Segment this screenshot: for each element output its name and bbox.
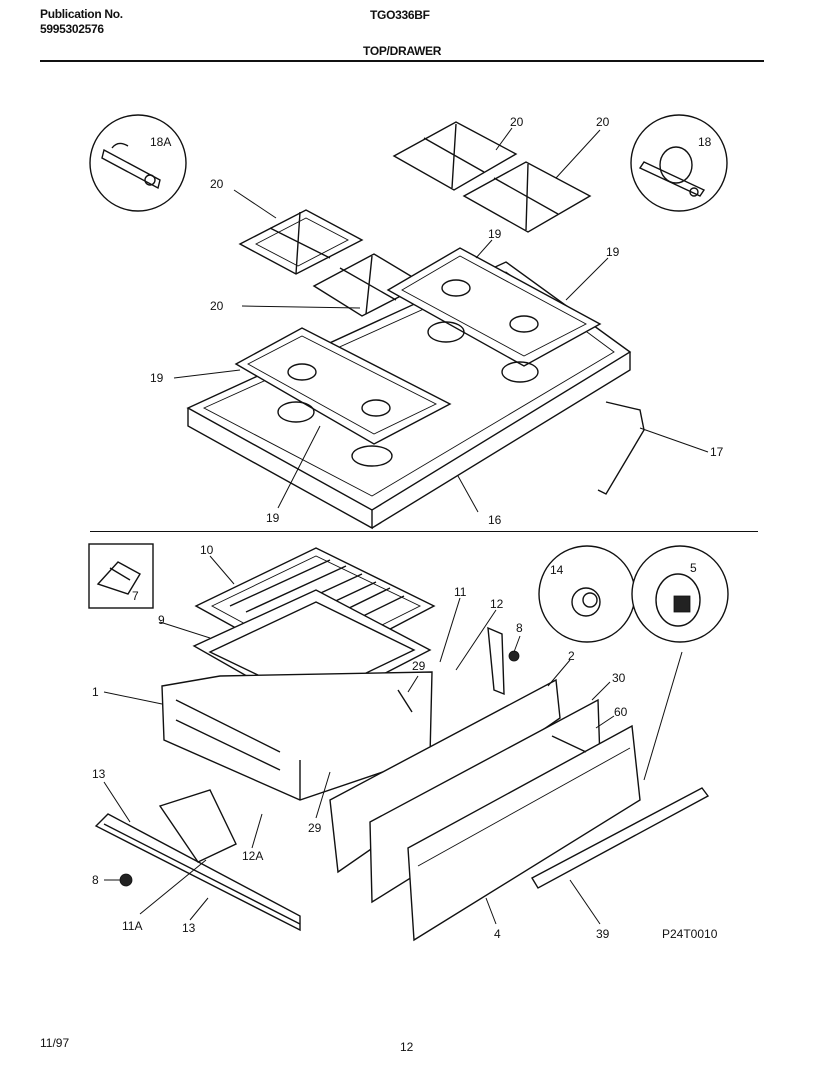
bracket-12 xyxy=(487,626,505,696)
callout-label: 39 xyxy=(596,927,610,941)
wire-bracket xyxy=(597,401,645,495)
publication-label: Publication No. xyxy=(40,7,123,21)
model-number: TGO336BF xyxy=(370,8,430,22)
callout-label: 20 xyxy=(210,177,224,191)
callout-label: 11A xyxy=(122,919,142,933)
drawer-rail xyxy=(94,813,301,932)
callout-label: 1 xyxy=(92,685,99,699)
callout-label: 16 xyxy=(488,513,502,527)
callout-label: 19 xyxy=(606,245,620,259)
callout-label: 11 xyxy=(454,585,467,599)
callout-label: 20 xyxy=(596,115,610,129)
detail-7-clip xyxy=(88,543,154,609)
callout-label: 18 xyxy=(698,135,712,149)
burner-box-left xyxy=(234,327,452,467)
callout-label: 4 xyxy=(494,927,501,941)
screw-8-top xyxy=(508,650,520,662)
detail-18a-bracket xyxy=(89,114,187,212)
callout-label: 30 xyxy=(612,671,626,685)
callout-label: 7 xyxy=(132,589,139,603)
burner-box-right xyxy=(386,247,602,383)
callout-labels: 18A 18 20 20 20 20 19 19 19 19 17 16 10 … xyxy=(92,115,724,941)
callout-label: 8 xyxy=(92,873,99,887)
section-title: TOP/DRAWER xyxy=(363,44,442,58)
screw-8-bottom xyxy=(119,873,133,887)
callout-label: 60 xyxy=(614,705,628,719)
screw-60 xyxy=(551,735,587,753)
header-rule xyxy=(40,60,764,62)
footer-date: 11/97 xyxy=(40,1036,70,1050)
footer-page-number: 12 xyxy=(400,1040,414,1054)
diagram-code: P24T0010 xyxy=(662,927,718,941)
callout-label: 29 xyxy=(412,659,426,673)
callout-label: 19 xyxy=(266,511,280,525)
callout-label: 14 xyxy=(550,563,564,577)
callout-label: 20 xyxy=(210,299,224,313)
screw-29 xyxy=(397,689,413,713)
drawer-door xyxy=(407,724,641,942)
drawer-handle xyxy=(531,787,710,889)
callout-label: 29 xyxy=(308,821,322,835)
detail-14-knob xyxy=(538,545,636,643)
callout-label: 10 xyxy=(200,543,214,557)
callout-label: 2 xyxy=(568,649,575,663)
callout-label: 13 xyxy=(182,921,196,935)
callout-label: 9 xyxy=(158,613,165,627)
callout-label: 19 xyxy=(150,371,164,385)
callout-label: 5 xyxy=(690,561,697,575)
callout-label: 12A xyxy=(242,849,263,863)
callout-label: 18A xyxy=(150,135,171,149)
callout-label: 17 xyxy=(710,445,724,459)
callout-label: 19 xyxy=(488,227,502,241)
callout-label: 13 xyxy=(92,767,106,781)
bracket-11a xyxy=(158,789,237,863)
callout-label: 20 xyxy=(510,115,524,129)
burner-grate-left xyxy=(238,209,426,317)
detail-5-knob xyxy=(631,545,729,643)
callout-label: 8 xyxy=(516,621,523,635)
detail-18-bracket xyxy=(630,114,728,212)
publication-number: 5995302576 xyxy=(40,22,104,36)
section-divider xyxy=(90,531,758,532)
burner-grate-right xyxy=(392,121,592,233)
callout-label: 12 xyxy=(490,597,504,611)
leader-lines xyxy=(103,127,709,925)
